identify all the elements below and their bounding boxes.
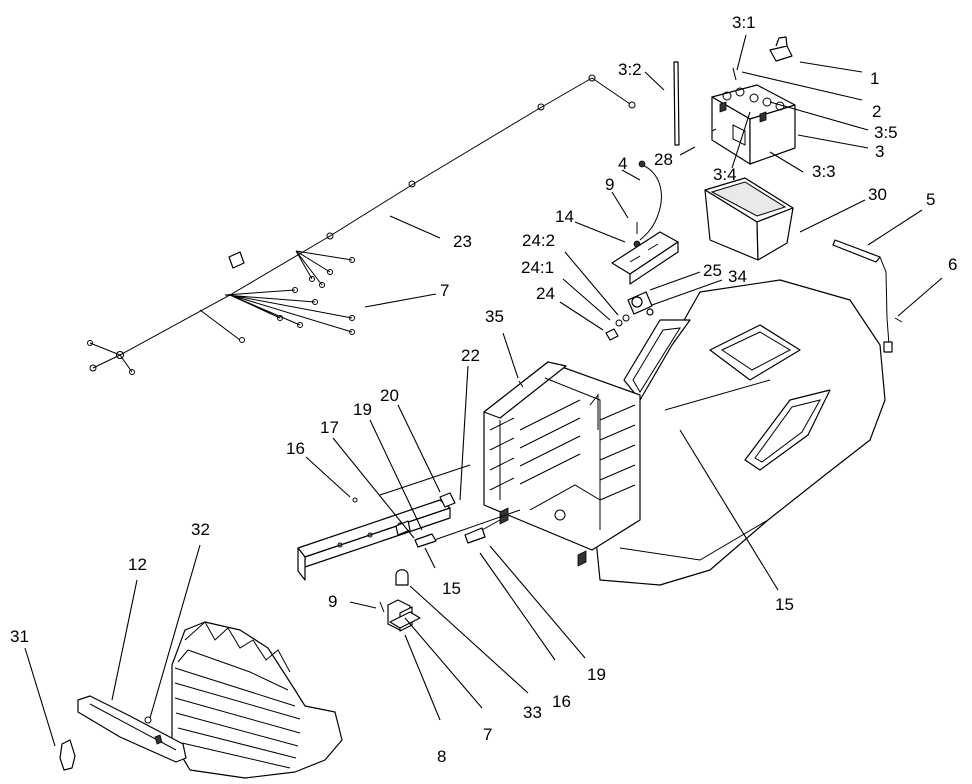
starter-solenoid xyxy=(605,291,654,341)
callout-28: 28 xyxy=(654,150,673,169)
callout-24-2: 24:2 xyxy=(522,231,555,250)
callout-labels: 3:1 1 3:2 2 3:5 3 28 4 3:4 3:3 9 30 5 14… xyxy=(10,13,957,766)
callout-3-3: 3:3 xyxy=(812,162,836,181)
console-pedestal xyxy=(483,361,641,567)
callout-2: 2 xyxy=(872,102,881,121)
pedestal-bolt xyxy=(518,380,524,388)
callout-3: 3 xyxy=(875,142,884,161)
frame-rail xyxy=(297,464,521,581)
switch-16 xyxy=(464,527,486,544)
callout-16-upper: 16 xyxy=(286,439,305,458)
callout-17: 17 xyxy=(320,418,339,437)
battery-tray xyxy=(704,177,794,261)
callout-5: 5 xyxy=(926,190,935,209)
battery-bolt xyxy=(732,67,737,81)
callout-14: 14 xyxy=(555,207,574,226)
callout-32: 32 xyxy=(191,520,210,539)
callout-1: 1 xyxy=(870,69,879,88)
callout-9-upper: 9 xyxy=(605,175,614,194)
callout-9-lower: 9 xyxy=(328,592,337,611)
callout-3-2: 3:2 xyxy=(618,60,642,79)
battery-washer xyxy=(711,128,717,132)
callout-3-5: 3:5 xyxy=(874,123,898,142)
callout-25: 25 xyxy=(703,261,722,280)
relay xyxy=(439,492,456,508)
callout-19-upper: 19 xyxy=(353,400,372,419)
emblem-31 xyxy=(59,739,76,771)
switch-17 xyxy=(395,520,411,536)
callout-8: 8 xyxy=(437,747,446,766)
ground-cable xyxy=(832,239,903,353)
switch-wire xyxy=(481,519,501,531)
wire-harness xyxy=(87,74,636,375)
callout-34: 34 xyxy=(728,267,747,286)
battery xyxy=(711,84,796,165)
leader-lines xyxy=(24,34,943,747)
callout-22: 22 xyxy=(461,346,480,365)
callout-35: 35 xyxy=(485,307,504,326)
switch-19 xyxy=(414,533,437,548)
callout-33: 33 xyxy=(523,703,542,722)
callout-4: 4 xyxy=(618,154,627,173)
callout-15-right: 15 xyxy=(775,595,794,614)
fender-deck xyxy=(595,279,886,586)
callout-24-1: 24:1 xyxy=(521,258,554,277)
callout-7-upper: 7 xyxy=(440,281,449,300)
solenoid-bracket xyxy=(611,231,679,285)
callout-12: 12 xyxy=(128,555,147,574)
small-screw xyxy=(352,497,358,503)
callout-31: 31 xyxy=(10,627,29,646)
callout-23: 23 xyxy=(453,232,472,251)
callout-6: 6 xyxy=(948,255,957,274)
callout-16-lower: 16 xyxy=(552,692,571,711)
hood-grille xyxy=(171,621,343,779)
battery-cable xyxy=(639,164,662,241)
front-bumper xyxy=(77,695,187,763)
callout-15-left: 15 xyxy=(442,579,461,598)
callout-19-lower: 19 xyxy=(587,665,606,684)
callout-3-4: 3:4 xyxy=(713,165,737,184)
callout-30: 30 xyxy=(868,185,887,204)
ignition-switch-assembly xyxy=(379,569,421,632)
battery-hold-down-rod xyxy=(673,61,680,146)
callout-7-lower: 7 xyxy=(483,725,492,744)
callout-20: 20 xyxy=(380,386,399,405)
battery-cap xyxy=(769,36,793,62)
callout-3-1: 3:1 xyxy=(732,13,756,32)
cable-terminal xyxy=(638,160,646,168)
callout-24: 24 xyxy=(536,284,555,303)
